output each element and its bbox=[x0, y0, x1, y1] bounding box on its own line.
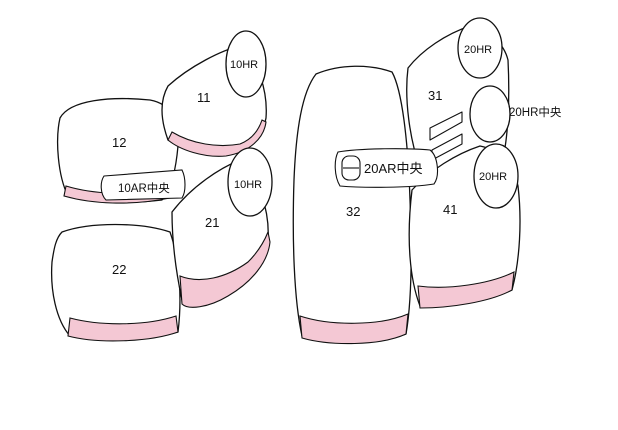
label-32: 32 bbox=[346, 204, 360, 219]
label-12: 12 bbox=[112, 135, 126, 150]
headrest-20hr-center: 20HR中央 bbox=[469, 85, 562, 143]
label-11: 11 bbox=[197, 90, 211, 105]
label-20hr-mid: 20HR bbox=[479, 171, 507, 183]
armrest-10ar-center: 10AR中央 bbox=[100, 169, 186, 201]
armrest-20ar-center: 20AR中央 bbox=[334, 148, 439, 188]
label-22: 22 bbox=[112, 262, 126, 277]
seat-22: 22 bbox=[50, 223, 181, 342]
label-21: 21 bbox=[205, 215, 219, 230]
headrest-10hr-top: 10HR bbox=[225, 30, 267, 98]
headrest-10hr-mid: 10HR bbox=[227, 147, 273, 217]
label-20ar-center: 20AR中央 bbox=[364, 161, 423, 176]
seat-32: 32 bbox=[292, 65, 412, 345]
headrest-20hr-mid: 20HR bbox=[473, 143, 519, 209]
label-10hr-top: 10HR bbox=[230, 59, 258, 71]
headrest-20hr-top: 20HR bbox=[457, 17, 503, 79]
label-20hr-center: 20HR中央 bbox=[509, 106, 562, 119]
label-41: 41 bbox=[443, 202, 457, 217]
label-10hr-mid: 10HR bbox=[234, 179, 262, 191]
label-31: 31 bbox=[428, 88, 442, 103]
label-10ar-center: 10AR中央 bbox=[118, 182, 170, 195]
label-20hr-top: 20HR bbox=[464, 44, 492, 56]
